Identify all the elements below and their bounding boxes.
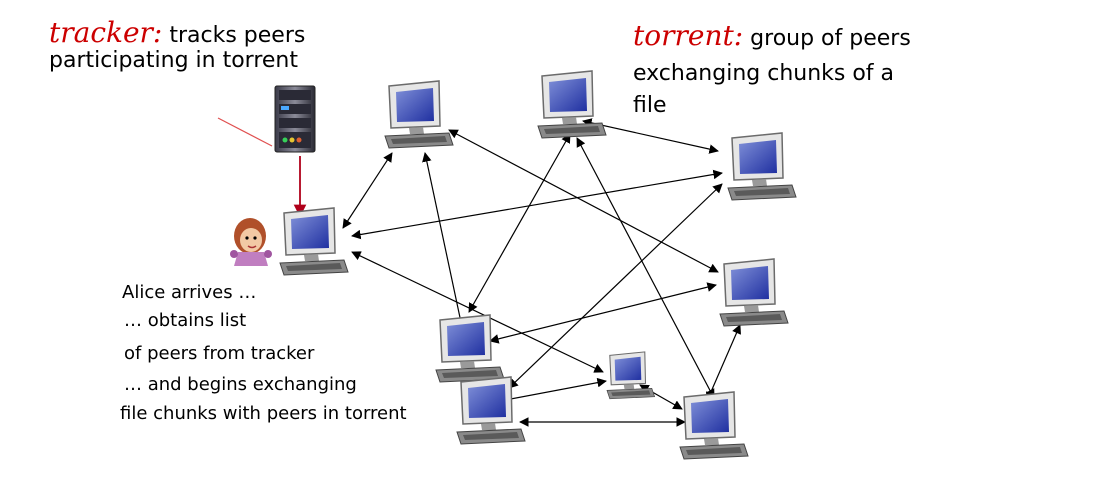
- torrent-term: torrent:: [633, 19, 744, 52]
- torrent-caption-line1: torrent: group of peers: [633, 22, 911, 51]
- computer-icon: [435, 314, 505, 383]
- computer-icon: [679, 391, 749, 460]
- link: [499, 377, 607, 405]
- tracker-caption-line2: participating in torrent: [49, 48, 298, 73]
- torrent-caption-line2: exchanging chunks of a: [633, 61, 895, 86]
- torrent-caption-line3: file: [633, 93, 667, 118]
- alice-caption-line2: … obtains list: [124, 310, 247, 331]
- alice-caption-line3: of peers from tracker: [124, 343, 315, 364]
- link: [468, 133, 571, 313]
- tracker-caption-line1: tracker: tracks peers: [49, 19, 306, 48]
- tracker-term: tracker:: [49, 16, 163, 49]
- tracker-pointer-line: [217, 117, 273, 147]
- computer-icon: [606, 351, 656, 400]
- torrent-desc: group of peers: [743, 26, 911, 51]
- computer-icon: [279, 207, 349, 276]
- link: [489, 282, 717, 344]
- alice-caption-line4: … and begins exchanging: [124, 374, 357, 395]
- link: [351, 169, 723, 240]
- server-icon: [274, 85, 316, 153]
- computer-icon: [456, 376, 526, 445]
- link: [422, 152, 465, 328]
- computer-icon: [727, 132, 797, 201]
- link: [576, 137, 715, 399]
- tracker-desc: tracks peers: [162, 23, 306, 48]
- link: [342, 152, 393, 229]
- peer-links: [342, 118, 741, 427]
- alice-caption-line1: Alice arrives …: [122, 282, 257, 303]
- computer-icon: [384, 80, 454, 149]
- alice-caption-line5: file chunks with peers in torrent: [120, 403, 407, 424]
- link: [706, 324, 741, 402]
- computer-icon: [537, 70, 607, 139]
- person-icon: [230, 218, 272, 266]
- computer-icon: [719, 258, 789, 327]
